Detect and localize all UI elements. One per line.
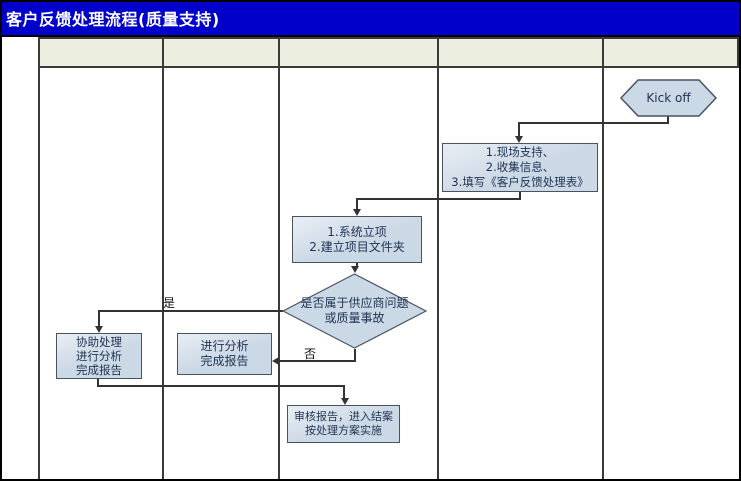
connector-start-across: [519, 122, 669, 124]
review-line: 审核报告，进入结案: [294, 410, 393, 423]
project-line: 2.建立项目文件夹: [309, 239, 405, 254]
connector-no-across: [278, 360, 355, 362]
arrowhead-into-decision-icon: [351, 266, 359, 273]
start-hexagon: [620, 79, 717, 117]
decision-no-label: 否: [304, 347, 317, 361]
connector-into-project: [356, 198, 358, 210]
review-line: 按处理方案实施: [305, 424, 382, 437]
connector-yes-down: [98, 310, 100, 327]
connector-no-down: [354, 349, 356, 362]
lane-header-5: [602, 37, 739, 68]
connector-project-to-decision: [356, 263, 358, 267]
collect-line: 1.现场支持、: [485, 145, 555, 159]
arrowhead-into-collect-icon: [515, 136, 523, 143]
arrowhead-into-review-icon: [341, 398, 349, 405]
grid-line-vertical: [38, 37, 40, 481]
connector-start-down: [667, 115, 669, 124]
lane-header-3: [278, 37, 439, 68]
analyze-line: 进行分析: [200, 339, 249, 353]
connector-collect-across: [356, 198, 520, 200]
collect-line: 2.收集信息、: [485, 160, 555, 174]
grid-line-vertical: [162, 37, 164, 481]
lane-header-1: [38, 37, 164, 68]
start-label: Kick off: [646, 90, 691, 105]
review-box: 审核报告，进入结案 按处理方案实施: [287, 405, 400, 443]
assist-line: 完成报告: [76, 363, 122, 377]
connector-into-collect: [518, 122, 520, 137]
arrowhead-into-project-icon: [353, 209, 361, 216]
connector-into-review: [343, 385, 345, 399]
assist-line: 协助处理: [76, 335, 122, 349]
analyze-line: 完成报告: [200, 354, 249, 368]
grid-line-vertical: [437, 37, 439, 481]
grid-line-vertical: [602, 37, 604, 481]
decision-label: 是否属于供应商问题 或质量事故: [282, 273, 427, 349]
analyze-box: 进行分析 完成报告: [177, 333, 272, 375]
decision-line: 或质量事故: [324, 311, 385, 325]
page-title: 客户反馈处理流程(质量支持): [6, 9, 220, 29]
decision-line: 是否属于供应商问题: [300, 296, 409, 310]
title-bar: 客户反馈处理流程(质量支持): [0, 0, 741, 37]
grid-line-horizontal: [38, 66, 741, 68]
connector-assist-across: [97, 385, 345, 387]
project-box: 1.系统立项 2.建立项目文件夹: [292, 216, 422, 263]
collect-line: 3.填写《客户反馈处理表》: [451, 175, 589, 189]
connector-assist-down: [97, 379, 99, 387]
project-line: 1.系统立项: [327, 224, 387, 239]
lane-header-4: [437, 37, 604, 68]
collect-box: 1.现场支持、 2.收集信息、 3.填写《客户反馈处理表》: [442, 143, 598, 192]
decision-yes-label: 是: [163, 296, 176, 310]
grid-line-vertical: [278, 37, 280, 481]
assist-line: 进行分析: [76, 349, 122, 363]
arrowhead-into-assist-icon: [95, 326, 103, 333]
connector-collect-down: [519, 192, 521, 200]
decision-diamond: [282, 273, 427, 349]
arrowhead-into-analyze-icon: [272, 357, 279, 365]
lane-header-2: [162, 37, 280, 68]
connector-yes-across: [99, 310, 283, 312]
assist-box: 协助处理 进行分析 完成报告: [56, 333, 142, 379]
